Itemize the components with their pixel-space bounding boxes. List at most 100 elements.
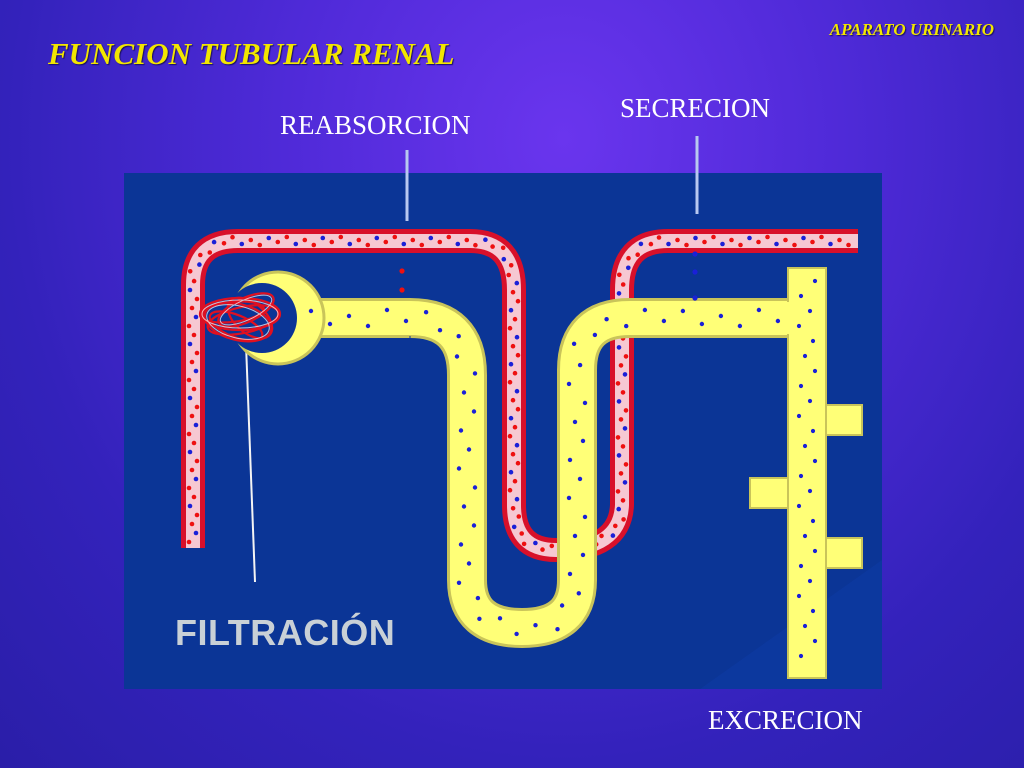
particle-dot (626, 255, 631, 261)
particle-dot (446, 234, 452, 240)
particle-dot (510, 289, 516, 295)
particle-dot (620, 282, 626, 287)
particle-dot (702, 239, 707, 245)
excrecion-label: EXCRECION (708, 705, 863, 735)
particle-dot (515, 298, 521, 304)
particle-dot (711, 234, 716, 240)
glomerulus-inner (201, 294, 279, 340)
particle-dot (810, 338, 816, 344)
particle-dot (187, 341, 193, 347)
particle-dot (189, 359, 195, 365)
particle-dot (383, 239, 389, 245)
particle-dot (620, 390, 626, 395)
particle-dot (720, 241, 725, 247)
particle-dot (812, 638, 818, 644)
particle-dot (392, 234, 398, 240)
particle-dot (464, 237, 470, 243)
particle-dot (623, 354, 629, 359)
particle-dot (266, 235, 272, 241)
particle-dot (807, 398, 813, 404)
particle-dot (828, 241, 833, 247)
particle-dot (798, 293, 804, 299)
particle-dot (837, 237, 842, 243)
particle-dot (802, 353, 808, 359)
particle-dot (365, 242, 371, 248)
particle-dot (576, 591, 581, 596)
particle-dot (577, 476, 583, 482)
particle-dot (508, 415, 514, 421)
reabsorption-particles (399, 268, 405, 293)
glomerulus (198, 292, 282, 343)
particle-dot (807, 578, 813, 584)
particle-dot (610, 533, 616, 538)
particle-dot (571, 341, 577, 346)
particle-dot (456, 580, 462, 585)
particle-dot (515, 406, 521, 412)
particle-dot (729, 237, 734, 243)
particle-dot (514, 388, 520, 394)
particle-dot (194, 512, 200, 518)
particle-dot (302, 237, 308, 243)
particle-dot (461, 390, 467, 395)
particle-dot (514, 442, 520, 448)
particle-dot (186, 431, 192, 437)
particle-dot (403, 318, 409, 324)
particle-dot (684, 242, 689, 248)
particle-dot (622, 480, 628, 485)
particle-dot (580, 438, 586, 444)
secrecion-label: SECRECION (620, 93, 771, 123)
particle-dot (437, 239, 443, 245)
slide-title: FUNCION TUBULAR RENAL (48, 36, 455, 71)
particle-dot (186, 539, 192, 545)
particle-dot (812, 458, 818, 464)
particle-dot (737, 323, 743, 329)
particle-dot (514, 496, 520, 502)
particle-dot (802, 623, 808, 629)
particle-dot (622, 426, 628, 431)
particle-dot (191, 440, 197, 446)
particle-dot (615, 381, 621, 386)
particle-dot (807, 308, 813, 314)
particle-dot (207, 250, 213, 255)
particle-dot (187, 395, 193, 401)
renal-tubule (300, 298, 805, 648)
particle-dot (810, 428, 816, 434)
particle-dot (198, 252, 203, 258)
particle-dot (374, 235, 380, 241)
particle-dot (458, 428, 464, 433)
particle-dot (508, 361, 514, 367)
particle-dot (193, 476, 199, 482)
particle-dot (419, 242, 425, 248)
particle-dot (533, 623, 538, 628)
particle-dot (293, 241, 299, 247)
particle-dot (508, 263, 514, 268)
particle-dot (193, 314, 199, 320)
particle-dot (616, 291, 622, 296)
particle-dot (624, 323, 629, 329)
particle-dot (191, 332, 197, 338)
particle-dot (774, 241, 779, 247)
particle-dot (514, 631, 519, 637)
particle-dot (747, 235, 752, 241)
particle-dot (512, 424, 518, 430)
particle-dot (765, 234, 770, 240)
particle-dot (194, 458, 200, 464)
particle-dot (699, 321, 705, 327)
particle-dot (275, 239, 281, 245)
particle-dot (515, 352, 521, 358)
particle-dot (555, 627, 560, 632)
particle-dot (456, 334, 461, 339)
particle-dot (620, 498, 626, 503)
particle-dot (798, 563, 804, 569)
particle-dot (615, 435, 621, 440)
particle-dot (796, 593, 802, 599)
particle-dot (580, 552, 586, 558)
particle-dot (456, 466, 462, 471)
particle-dot (284, 234, 290, 240)
particle-dot (756, 239, 761, 245)
particle-dot (186, 377, 192, 383)
particle-dot (483, 237, 488, 242)
particle-dot (622, 372, 628, 377)
particle-dot (604, 317, 609, 322)
particle-dot (193, 368, 199, 374)
